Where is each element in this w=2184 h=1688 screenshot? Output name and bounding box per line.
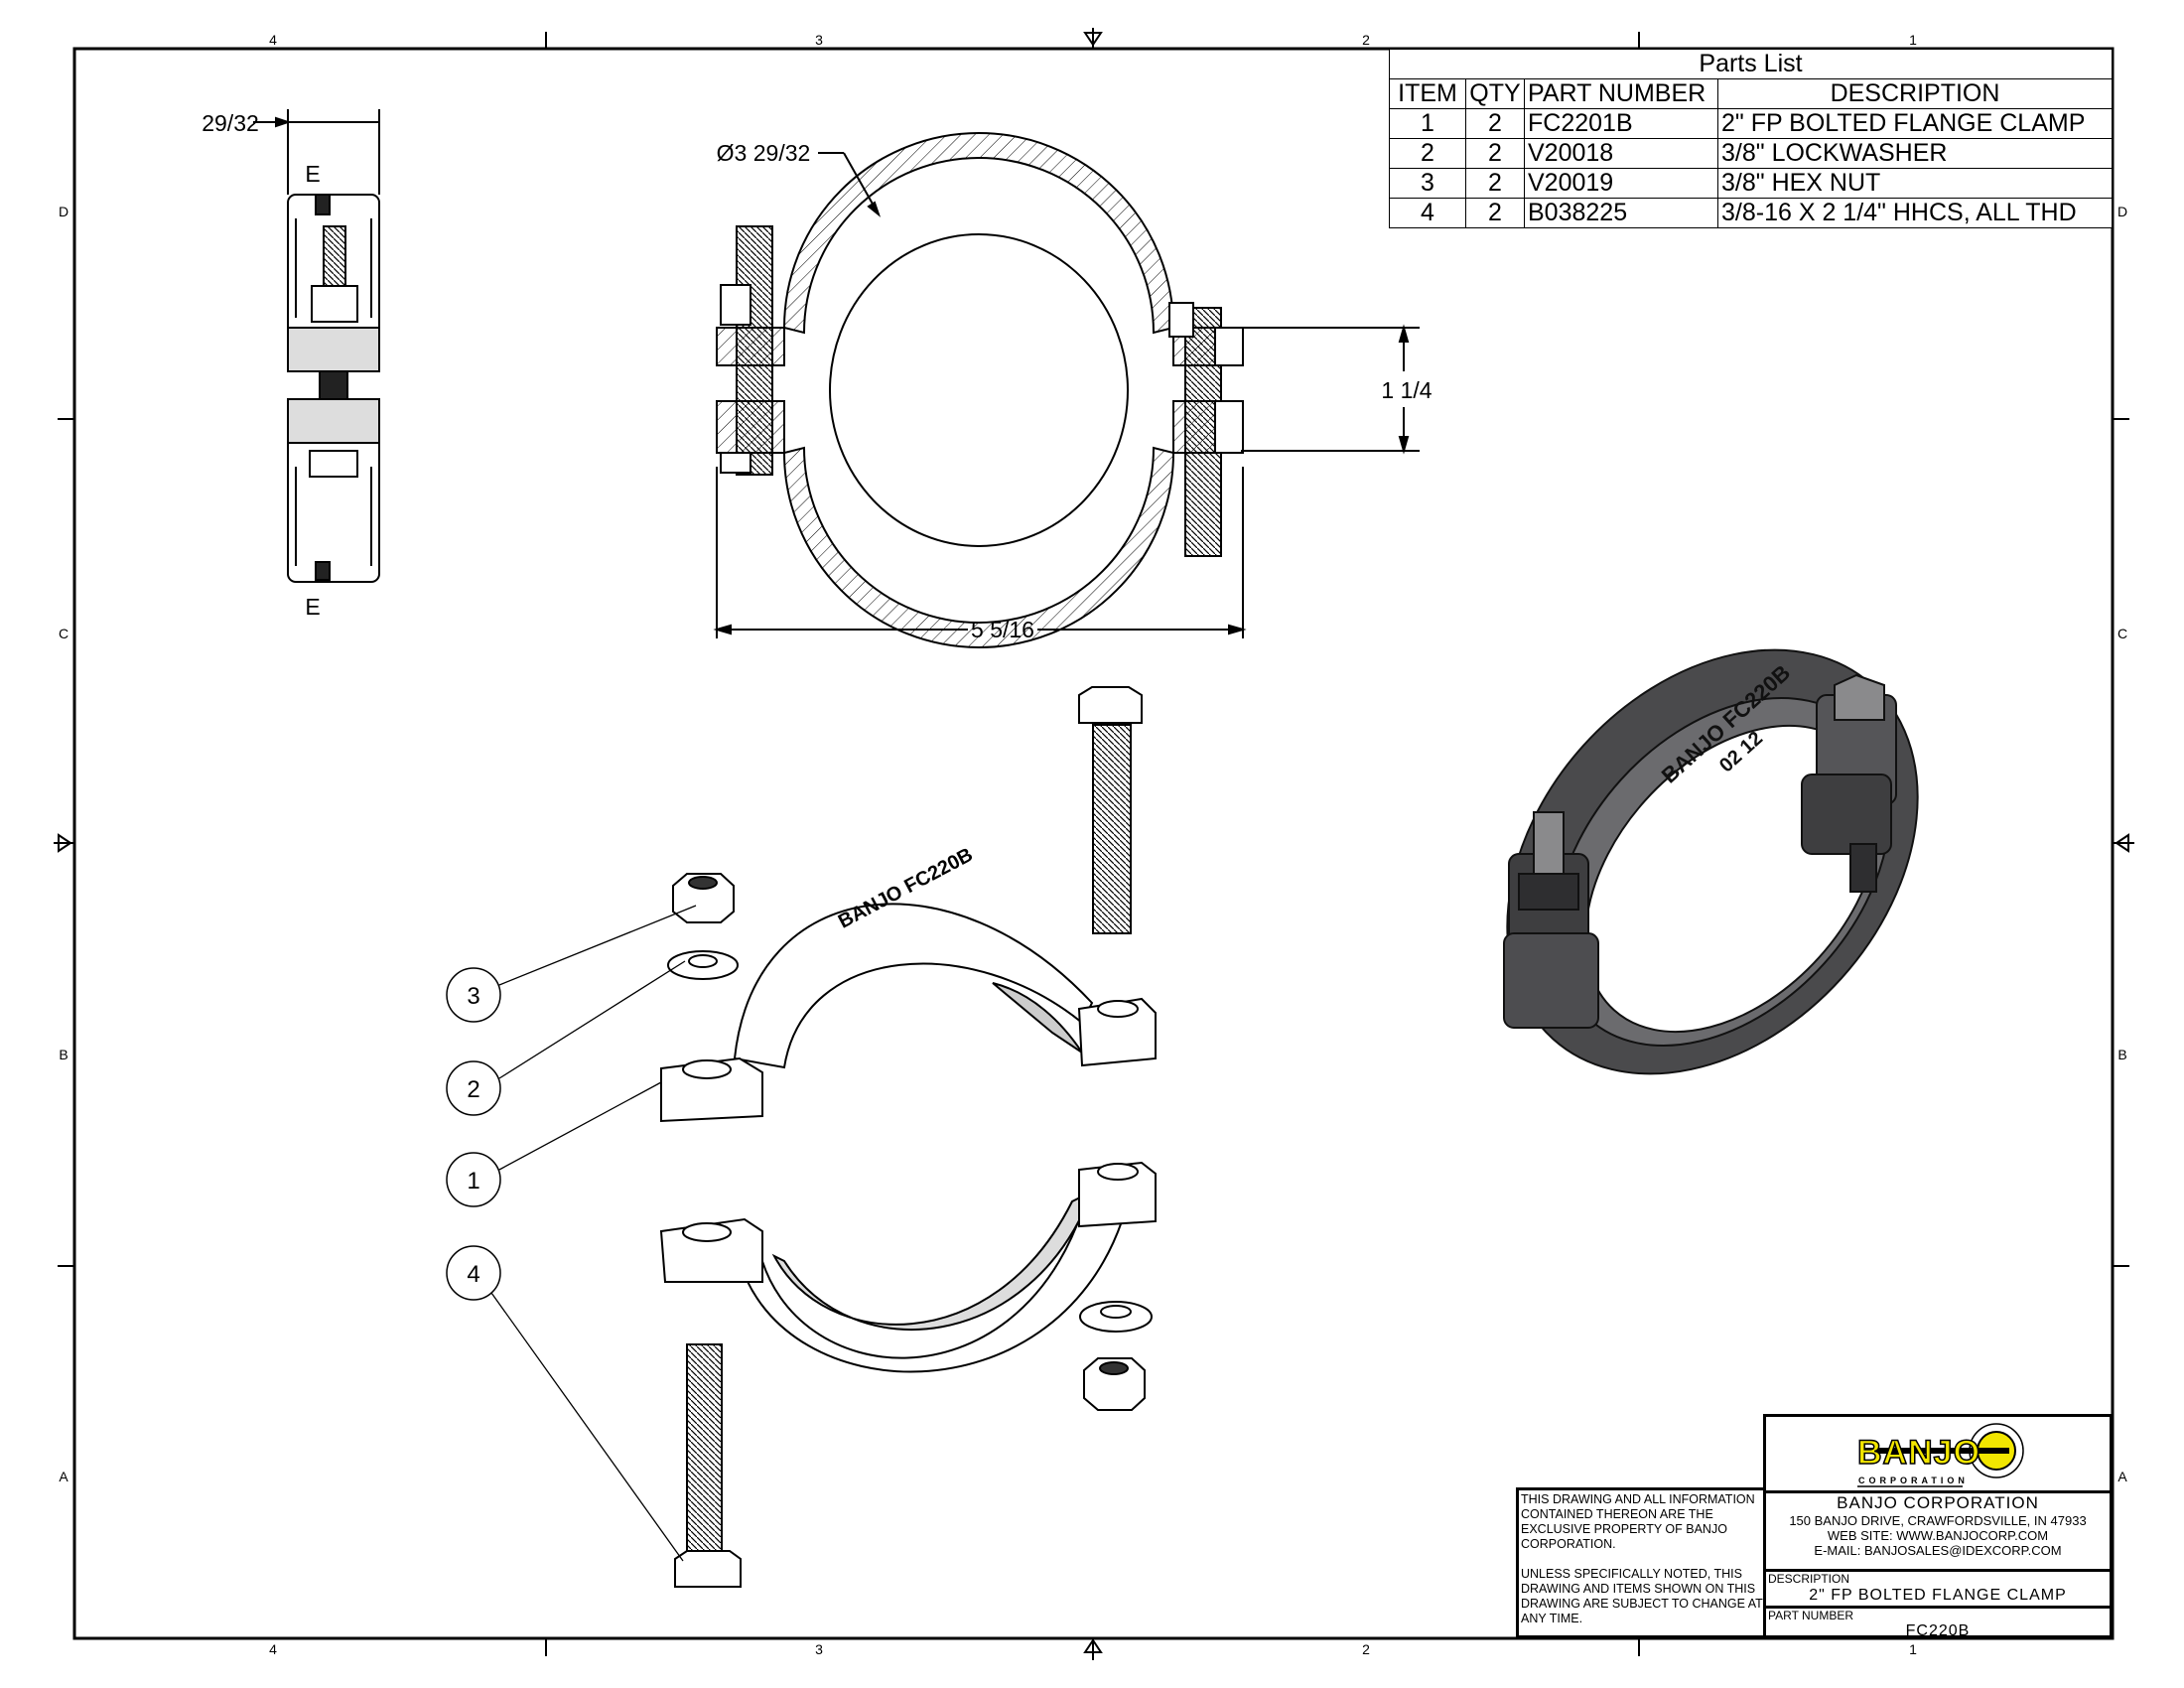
note-property: THIS DRAWING AND ALL INFORMATION CONTAIN… [1521, 1492, 1755, 1551]
company-name: BANJO CORPORATION [1837, 1493, 2039, 1512]
clamp-half-lower [659, 1161, 1157, 1373]
balloon-4-label: 4 [467, 1261, 479, 1288]
parts-list-title: Parts List [1389, 49, 2113, 79]
cell-item: 3 [1389, 168, 1466, 199]
zone-top-3: 3 [815, 32, 823, 48]
cell-qty: 2 [1465, 138, 1525, 169]
zone-top-2: 2 [1362, 32, 1370, 48]
note-change: UNLESS SPECIFICALLY NOTED, THIS DRAWING … [1521, 1567, 1763, 1625]
cell-part-number: FC2201B [1524, 108, 1718, 139]
cell-part-number: V20019 [1524, 168, 1718, 199]
dim-side-width: 29/32 [202, 110, 259, 136]
dim-diameter: Ø3 29/32 [717, 140, 811, 166]
cell-description: 3/8" LOCKWASHER [1717, 138, 2113, 169]
cell-part-number: B038225 [1524, 198, 1718, 228]
nut-bottom [1083, 1357, 1146, 1411]
zone-right-a: A [2117, 1469, 2127, 1484]
lockwasher-top [667, 950, 739, 980]
title-block: BANJO CORPORATION BANJO CORPORATION 150 … [1763, 1414, 2113, 1641]
cell-qty: 2 [1465, 198, 1525, 228]
cell-description: 2" FP BOLTED FLANGE CLAMP [1717, 108, 2113, 139]
zone-labels: 4 3 2 1 4 3 2 1 D C B A D C B A [59, 32, 2127, 1657]
cell-item: 2 [1389, 138, 1466, 169]
balloon-1: 1 [446, 1152, 501, 1207]
balloon-3-label: 3 [467, 983, 479, 1010]
cell-description: 3/8-16 X 2 1/4" HHCS, ALL THD [1717, 198, 2113, 228]
company-address: 150 BANJO DRIVE, CRAWFORDSVILLE, IN 4793… [1789, 1513, 2087, 1528]
cell-item: 4 [1389, 198, 1466, 228]
section-view [713, 132, 1420, 648]
zone-top-1: 1 [1909, 32, 1917, 48]
section-label-bottom: E [305, 594, 320, 620]
balloon-1-label: 1 [467, 1168, 479, 1195]
exploded-view: BANJO FC220B [659, 686, 1157, 1588]
logo-subtext: CORPORATION [1858, 1476, 1969, 1485]
balloon-2-label: 2 [467, 1076, 479, 1103]
zone-left-c: C [59, 626, 68, 641]
header-part-number: PART NUMBER [1524, 78, 1718, 109]
section-label-top: E [305, 161, 320, 187]
cell-description: 3/8" HEX NUT [1717, 168, 2113, 199]
company-email: E-MAIL: BANJOSALES@IDEXCORP.COM [1814, 1543, 2062, 1558]
part-number-value: FC220B [1905, 1622, 1971, 1639]
ownership-notes: THIS DRAWING AND ALL INFORMATION CONTAIN… [1516, 1487, 1766, 1638]
isometric-assembly: BANJO FC220B 02 12 [1503, 648, 1919, 1075]
zone-bottom-4: 4 [269, 1641, 277, 1657]
zone-bottom-3: 3 [815, 1641, 823, 1657]
cell-item: 1 [1389, 108, 1466, 139]
zone-top-4: 4 [269, 32, 277, 48]
zone-bottom-1: 1 [1909, 1641, 1917, 1657]
balloon-3: 3 [446, 967, 501, 1023]
company-info: BANJO CORPORATION 150 BANJO DRIVE, CRAWF… [1766, 1493, 2110, 1572]
cell-part-number: V20018 [1524, 138, 1718, 169]
dim-overall-width: 5 5/16 [971, 617, 1034, 642]
part-number-field: PART NUMBER FC220B [1766, 1609, 2110, 1641]
header-description: DESCRIPTION [1717, 78, 2113, 109]
description-value: 2" FP BOLTED FLANGE CLAMP [1809, 1587, 2067, 1604]
balloon-leaders [490, 905, 697, 1562]
part-number-label: PART NUMBER [1768, 1609, 1854, 1622]
logo-text: BANJO [1857, 1434, 1980, 1472]
zone-right-d: D [2117, 204, 2127, 219]
side-view [253, 109, 380, 583]
description-label: DESCRIPTION [1768, 1572, 1850, 1586]
cell-qty: 2 [1465, 168, 1525, 199]
parts-list-table: Parts List ITEM QTY PART NUMBER DESCRIPT… [1389, 49, 2113, 228]
lockwasher-bottom [1079, 1301, 1153, 1333]
balloons: 3 2 1 4 [446, 967, 501, 1301]
zone-bottom-2: 2 [1362, 1641, 1370, 1657]
zone-left-a: A [59, 1469, 68, 1484]
center-arrows [58, 32, 2129, 1653]
balloon-4: 4 [446, 1245, 501, 1301]
bolt-top [1078, 686, 1143, 934]
header-item: ITEM [1389, 78, 1466, 109]
bolt-bottom [674, 1343, 742, 1588]
parts-list-header: ITEM QTY PART NUMBER DESCRIPTION [1389, 78, 2113, 109]
zone-right-c: C [2117, 626, 2127, 641]
header-qty: QTY [1465, 78, 1525, 109]
dim-flange-gap: 1 1/4 [1381, 377, 1432, 403]
banjo-logo: BANJO CORPORATION [1766, 1417, 2110, 1493]
balloon-2: 2 [446, 1060, 501, 1116]
banjo-logo-graphic: BANJO CORPORATION [1856, 1423, 2024, 1487]
zone-right-b: B [2117, 1047, 2126, 1062]
clamp-half-upper: BANJO FC220B [660, 844, 1157, 1123]
description-field: DESCRIPTION 2" FP BOLTED FLANGE CLAMP [1766, 1572, 2110, 1609]
cell-qty: 2 [1465, 108, 1525, 139]
nut-top [672, 873, 735, 923]
zone-left-b: B [59, 1047, 68, 1062]
company-web: WEB SITE: WWW.BANJOCORP.COM [1827, 1528, 2049, 1543]
zone-left-d: D [59, 204, 68, 219]
